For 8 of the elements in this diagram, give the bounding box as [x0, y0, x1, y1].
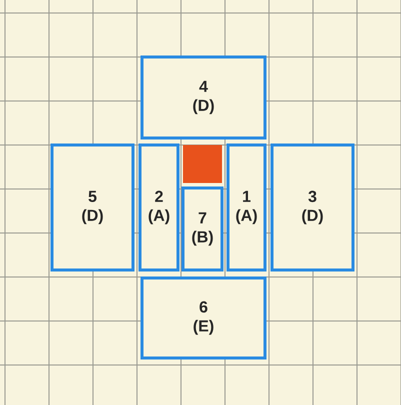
zone-box: 4 (D)	[140, 56, 266, 140]
zone-box: 1 (A)	[226, 144, 266, 272]
zone-box: 2 (A)	[138, 144, 180, 272]
square-marker	[183, 145, 222, 183]
zone-box: 6 (E)	[140, 276, 266, 360]
zone-box: 5 (D)	[50, 144, 134, 272]
zone-box: 3 (D)	[270, 144, 354, 272]
zone-box: 7 (B)	[182, 186, 224, 272]
